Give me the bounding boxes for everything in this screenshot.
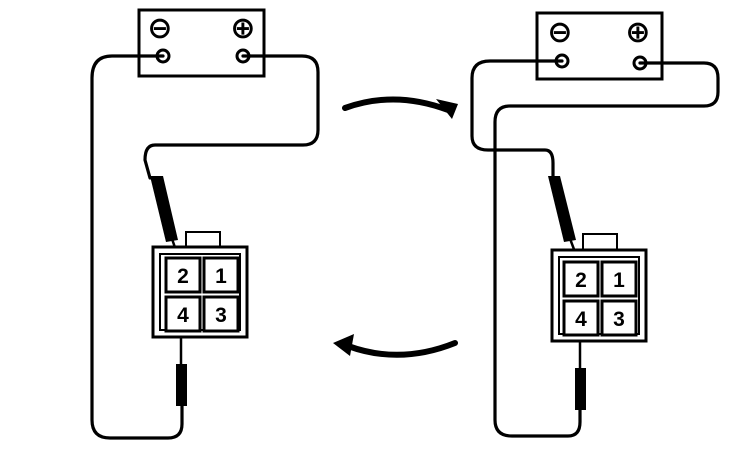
right-pin-3 [600,299,638,337]
right-connector: 2 1 4 3 [550,233,648,343]
right-probe-bottom [575,340,586,410]
swap-arrow-bottom [333,334,458,358]
left-battery: ⊖ ⊕ [137,8,266,78]
right-probe-top [548,176,580,261]
left-positive-wire [143,54,320,180]
left-negative-wire [90,54,184,440]
left-pin-3-label: 3 [215,304,227,327]
right-battery: ⊖ ⊕ [535,11,664,81]
right-connector-latch [582,233,618,251]
right-pin-3-label: 3 [613,308,625,331]
right-pin-2-label: 2 [575,269,587,292]
left-probe-bottom [176,336,187,406]
left-pin-2-label: 2 [177,265,189,288]
right-pin-4 [562,299,600,337]
left-connector: 2 1 4 3 [151,231,249,339]
left-negative-icon: ⊖ [147,11,172,46]
left-pin-1-label: 1 [215,265,227,288]
left-pin-3 [202,295,240,333]
left-pin-4 [164,295,202,333]
right-negative-wire [470,59,564,182]
left-pin-1 [202,256,240,294]
left-setup: ⊖ ⊕ 2 1 4 [90,8,320,440]
left-pin-2 [164,256,202,294]
right-pin-2 [562,260,600,298]
right-negative-icon: ⊖ [547,15,572,50]
right-setup: ⊖ ⊕ 2 1 4 [470,11,720,438]
right-positive-icon: ⊕ [625,15,650,50]
right-pin-1-label: 1 [613,269,625,292]
swap-arrow-top [342,96,458,119]
right-pin-1 [600,260,638,298]
right-pin-4-label: 4 [575,308,587,331]
left-pin-4-label: 4 [177,304,189,327]
left-positive-icon: ⊕ [230,11,255,46]
right-positive-wire [493,61,720,438]
left-battery-body [137,8,266,78]
